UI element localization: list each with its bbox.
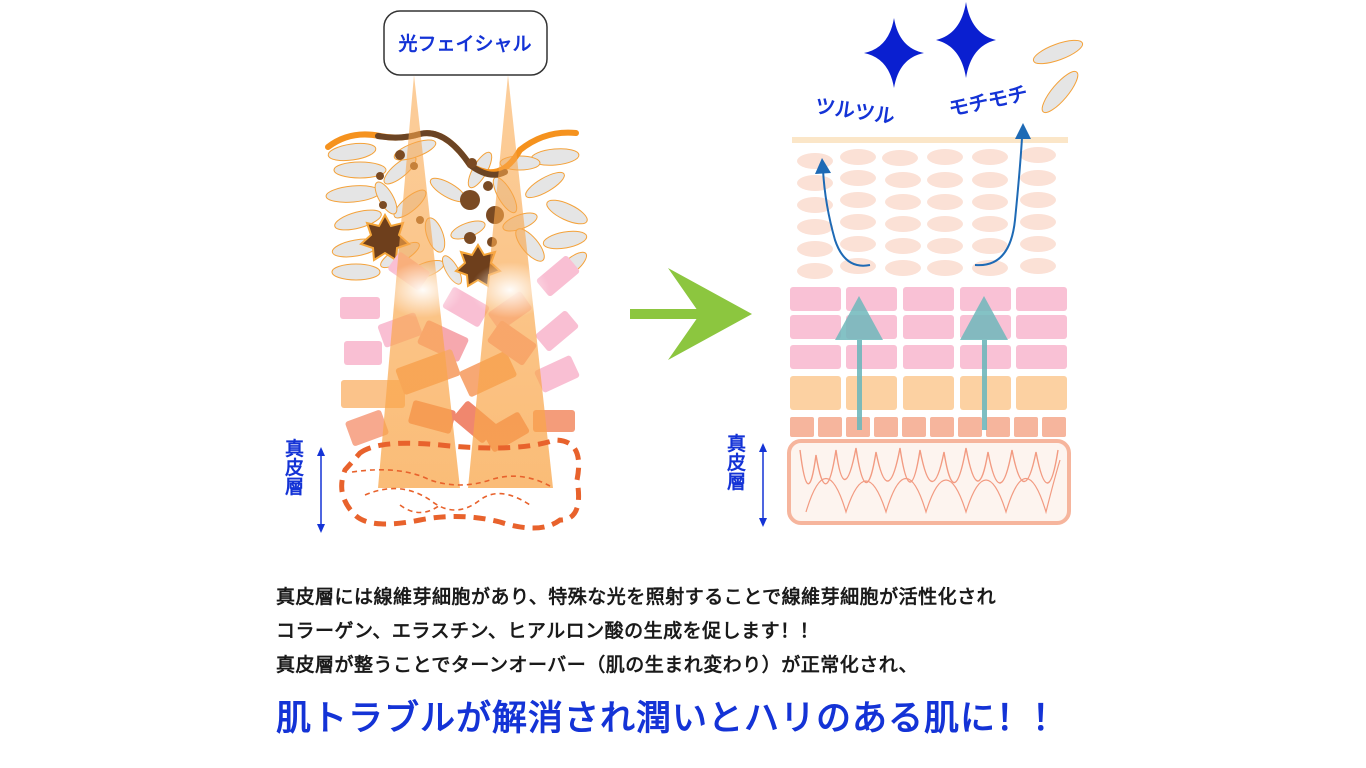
flake-1: [1032, 39, 1084, 65]
left-dermis-fibers: [351, 468, 551, 514]
turnover-arrow-2: [974, 137, 1023, 267]
sparkle-icon: [864, 18, 924, 88]
left-dermis-outline: [339, 437, 582, 531]
right-epidermis-cells: [797, 147, 1056, 279]
beam-glow-1: [383, 262, 463, 318]
right-dermis-label: 真皮層: [724, 432, 746, 491]
left-epidermis-cells: [325, 139, 588, 285]
right-dermis-fibers: [799, 447, 1059, 485]
description-line-3: 真皮層が整うことでターンオーバー（肌の生まれ変わり）が正常化され、: [276, 654, 918, 676]
turnover-arrow-1: [822, 169, 871, 267]
bouncy-label: モチモチ: [947, 81, 1030, 121]
teal-up-arrows: [835, 296, 1008, 430]
left-damaged-surface: [375, 130, 508, 178]
right-dermis-box: [787, 439, 1071, 525]
left-skin-diagram: 光フェイシャル: [282, 10, 588, 533]
right-basal-cells: [790, 417, 1066, 437]
description-line-1: 真皮層には線維芽細胞があり、特殊な光を照射することで線維芽細胞が活性化され: [276, 586, 997, 608]
flake-2: [1041, 70, 1079, 114]
description-block: 真皮層には線維芽細胞があり、特殊な光を照射することで線維芽細胞が活性化され コラ…: [276, 580, 1276, 741]
right-pink-cells: [790, 287, 1067, 369]
bubble-box: [383, 10, 548, 76]
transition-arrow: [630, 268, 752, 360]
right-surface-line: [792, 137, 1068, 143]
smooth-label: ツルツル: [814, 94, 897, 129]
right-orange-cells: [790, 376, 1067, 410]
right-skin-diagram: ツルツル モチモチ: [724, 2, 1084, 527]
headline: 肌トラブルが解消され潤いとハリのある肌に！！: [276, 699, 1069, 739]
bubble-label: 光フェイシャル: [397, 32, 531, 55]
sparkle-icon: [936, 2, 996, 78]
left-dermis-label: 真皮層: [282, 437, 304, 496]
description-line-2: コラーゲン、エラスチン、ヒアルロン酸の生成を促します！！: [276, 620, 820, 642]
beam-glow-2: [470, 262, 550, 318]
